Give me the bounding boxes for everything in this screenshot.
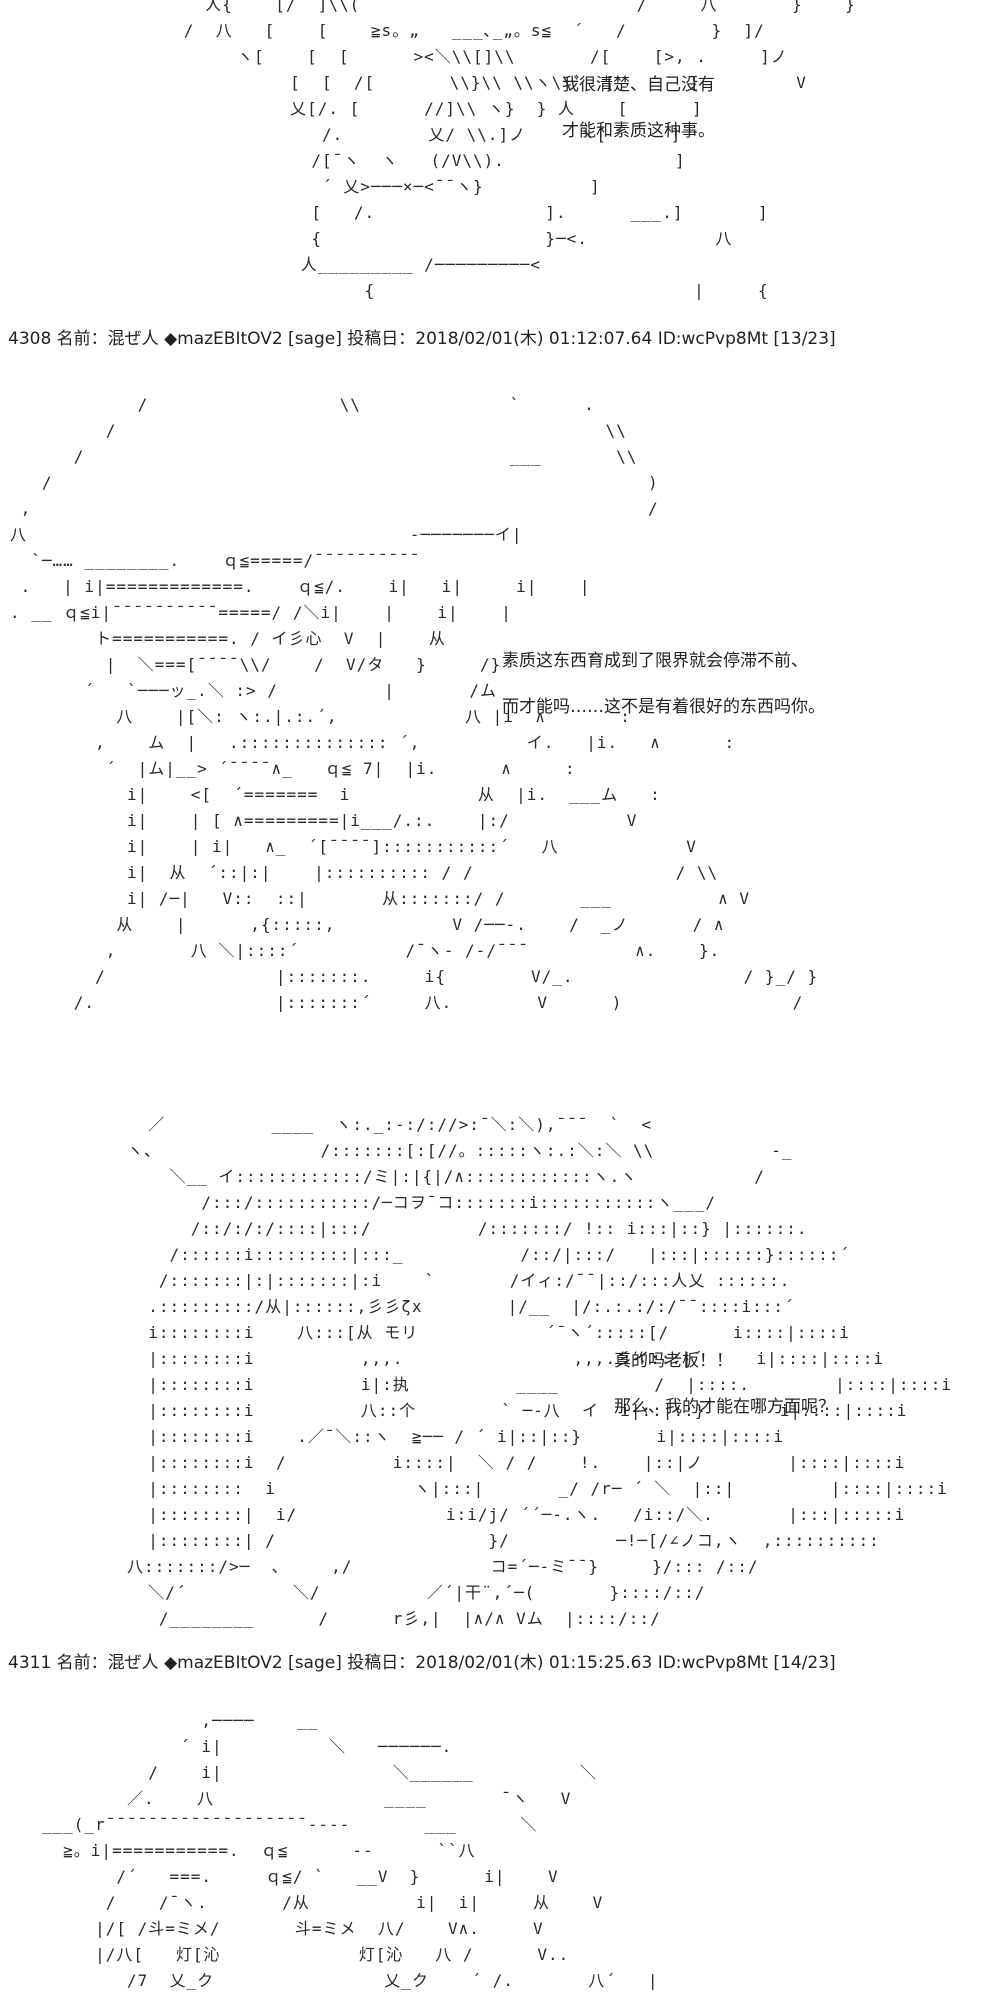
dialog-line: 真的吗老板！！: [614, 1351, 733, 1371]
dialog-3: 真的吗老板！！ 那么、我的才能在哪方面呢？: [614, 1338, 835, 1430]
dialog-line: 素质这东西育成到了限界就会停滞不前、: [502, 651, 808, 671]
dialog-line: 才能和素质这种事。: [562, 121, 715, 141]
dialog-line: 那么、我的才能在哪方面呢？: [614, 1397, 835, 1417]
post-header-4308: 4308 名前：混ぜ人 ◆mazEBItOV2 [sage] 投稿日：2018/…: [8, 329, 836, 349]
post-header-4311: 4311 名前：混ぜ人 ◆mazEBItOV2 [sage] 投稿日：2018/…: [8, 1653, 836, 1673]
ascii-art-1: 人{ [/ ]\\( / 八 } } / 八 [ [ ≧s。„ ___､_„。s…: [183, 0, 856, 300]
ascii-art-4: ,──── __ ´ i| ＼ ──────. / i| ＼______ ＼ ／…: [41, 1711, 659, 1990]
ascii-art-2: / \\ ` . / \\ / ___ \\ /: [10, 395, 819, 1012]
dialog-1: 我很清楚、自己没有 才能和素质这种事。: [562, 62, 715, 154]
ascii-art-3: ／ ____ ヽ:._:‐:/://>:¯＼:＼),¯¯¯ ` < ヽ、 /::…: [126, 1115, 953, 1628]
dialog-line: 我很清楚、自己没有: [562, 75, 715, 95]
dialog-line: 而才能吗……这不是有着很好的东西吗你。: [502, 697, 825, 717]
dialog-2: 素质这东西育成到了限界就会停滞不前、 而才能吗……这不是有着很好的东西吗你。: [502, 638, 825, 730]
